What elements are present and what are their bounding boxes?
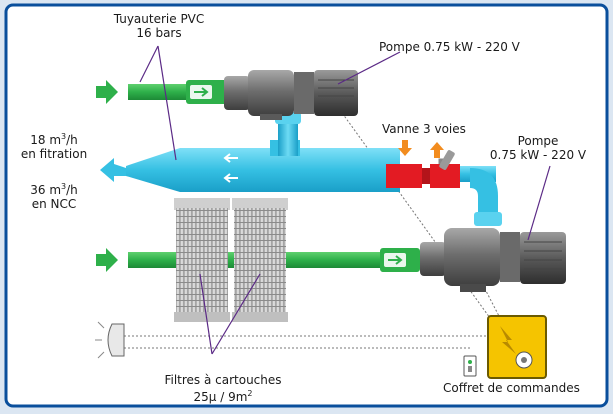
outlet-arrow-icon <box>100 158 126 182</box>
flow-filtration-unit: /h <box>66 133 78 147</box>
three-way-valve <box>386 150 460 188</box>
top-pump <box>224 70 358 120</box>
filters-line2: 25μ / 9m <box>193 390 248 404</box>
flow-filtration-mode: en fitration <box>20 147 88 161</box>
right-pump-line1: Pompe <box>517 134 559 148</box>
right-pump-label: Pompe 0.75 kW - 220 V <box>482 134 594 162</box>
valve-arrow-down-icon <box>398 140 412 156</box>
control-box-label: Coffret de commandes <box>443 381 580 395</box>
flow-direction-icon <box>190 85 212 99</box>
flow-ncc-value: 36 m <box>30 183 62 197</box>
flow-ncc-label: 36 m3/h en NCC <box>14 180 94 211</box>
leader-lines <box>139 45 551 355</box>
inlet-arrow-icon <box>96 248 118 272</box>
flow-ncc-sup: 3 <box>61 182 67 191</box>
top-pump-label: Pompe 0.75 kW - 220 V <box>379 40 520 54</box>
pvc-piping-line1: Tuyauterie PVC <box>113 12 205 26</box>
valve-label: Vanne 3 voies <box>382 122 466 136</box>
diagram-frame <box>4 3 609 408</box>
inlet-arrow-icon <box>96 80 118 104</box>
right-pump <box>420 228 566 292</box>
right-pump-line2: 0.75 kW - 220 V <box>489 148 587 162</box>
flow-filtration-label: 18 m3/h en fitration <box>14 130 94 161</box>
flow-ncc-unit: /h <box>66 183 78 197</box>
filters-line1: Filtres à cartouches <box>164 373 282 387</box>
flow-direction-icon <box>223 153 238 163</box>
switch-icon <box>463 355 477 377</box>
lamp-icon <box>95 321 125 359</box>
filter-cartridge <box>232 198 288 322</box>
lightning-icon <box>500 326 516 354</box>
flow-direction-icon <box>223 173 238 183</box>
flow-direction-icon <box>384 253 406 267</box>
valve-arrow-up-icon <box>430 142 444 158</box>
filters-sup: 2 <box>247 389 253 398</box>
filters-label: Filtres à cartouches 25μ / 9m2 <box>148 373 298 404</box>
flow-ncc-mode: en NCC <box>31 197 77 211</box>
pvc-piping-line2: 16 bars <box>136 26 182 40</box>
flow-filtration-value: 18 m <box>30 133 62 147</box>
pvc-piping-label: Tuyauterie PVC 16 bars <box>104 12 214 40</box>
flow-filtration-sup: 3 <box>61 132 67 141</box>
control-box <box>487 315 547 379</box>
filter-cartridge <box>174 198 230 322</box>
